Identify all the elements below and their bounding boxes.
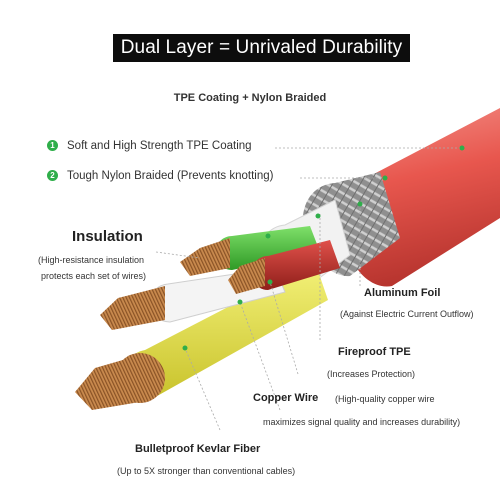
fireproof-tpe-desc: (Increases Protection) [327,369,416,379]
copper-strands [180,238,230,276]
number-badge-icon: 2 [47,170,58,181]
green-wire [216,226,320,270]
aluminum-foil-desc: (Against Electric Current Outflow) [340,309,474,319]
copper-strands [100,286,165,330]
insulation-desc-line2: protects each set of wires) [41,271,147,281]
legend-text: Soft and High Strength TPE Coating [67,140,252,152]
banner-title: Dual Layer = Unrivaled Durability [113,34,410,62]
aluminum-foil-title: Aluminum Foil [364,287,441,299]
red-wire [252,240,340,290]
legend-item-tpe-coating: 1 Soft and High Strength TPE Coating [47,140,252,152]
copper-wire-desc-line2: maximizes signal quality and increases d… [263,417,461,427]
number-badge-icon: 1 [47,140,58,151]
copper-strands [75,355,140,410]
copper-wire-desc-line1: (High-quality copper wire [335,394,435,404]
subtitle: TPE Coating + Nylon Braided [173,92,327,104]
kevlar-title: Bulletproof Kevlar Fiber [135,443,261,455]
kevlar-desc: (Up to 5X stronger than conventional cab… [117,466,296,476]
legend-text: Tough Nylon Braided (Prevents knotting) [67,170,274,182]
legend-item-nylon-braid: 2 Tough Nylon Braided (Prevents knotting) [47,170,273,182]
kevlar-fiber [122,262,328,402]
copper-strands [228,258,265,294]
copper-wire-title: Copper Wire [253,392,319,404]
fireproof-tpe-title: Fireproof TPE [338,346,411,358]
insulation-desc-line1: (High-resistance insulation [38,255,145,265]
insulation-title: Insulation [72,228,143,245]
